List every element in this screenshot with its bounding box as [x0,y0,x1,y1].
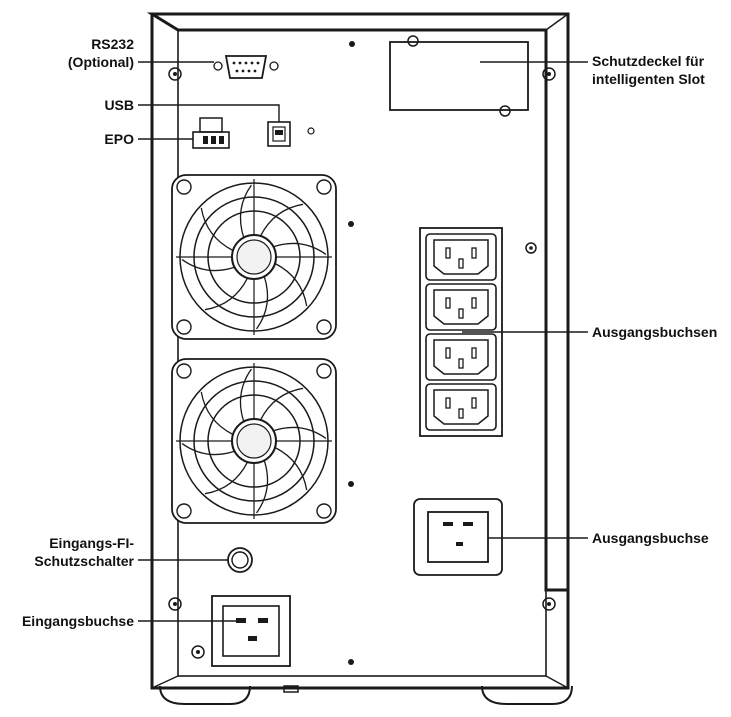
mounting-screws [168,41,556,665]
input-socket [211,595,291,667]
rs232-port [213,55,279,79]
output-socket-block [419,227,503,437]
label-input-breaker-2: Schutzschalter [34,553,134,569]
label-input-socket: Eingangsbuchse [22,613,134,629]
screw-icon [168,597,182,611]
label-input-breaker: Eingangs-FI- [49,535,134,551]
input-breaker [227,547,253,573]
cooling-fans [171,174,337,524]
leader-lines [138,61,588,622]
usb-port [267,121,291,147]
fan-icon [171,358,337,524]
large-output-socket [413,498,503,576]
screw-icon [542,597,556,611]
label-epo: EPO [104,131,134,147]
screw-icon [525,242,537,254]
fan-icon [171,174,337,340]
label-output-sockets: Ausgangsbuchsen [592,324,717,340]
label-rs232-optional: (Optional) [68,54,134,70]
output-socket-icon [425,283,497,331]
callout-labels: RS232 (Optional) USB EPO Schutzdeckel fü… [22,36,717,629]
screw-icon [191,645,205,659]
leader-usb [138,104,280,122]
epo-connector [192,117,230,149]
label-rs232: RS232 [91,36,134,52]
screw-icon [168,67,182,81]
output-socket-icon [425,333,497,381]
cabinet-body [146,12,570,690]
intelligent-slot-cover [389,35,529,117]
label-slot-cover: Schutzdeckel für [592,53,705,69]
label-slot-cover-2: intelligenten Slot [592,71,705,87]
output-socket-icon [425,233,497,281]
label-output-socket: Ausgangsbuchse [592,530,709,546]
screw-icon [542,67,556,81]
output-socket-icon [425,383,497,431]
label-usb: USB [104,97,134,113]
